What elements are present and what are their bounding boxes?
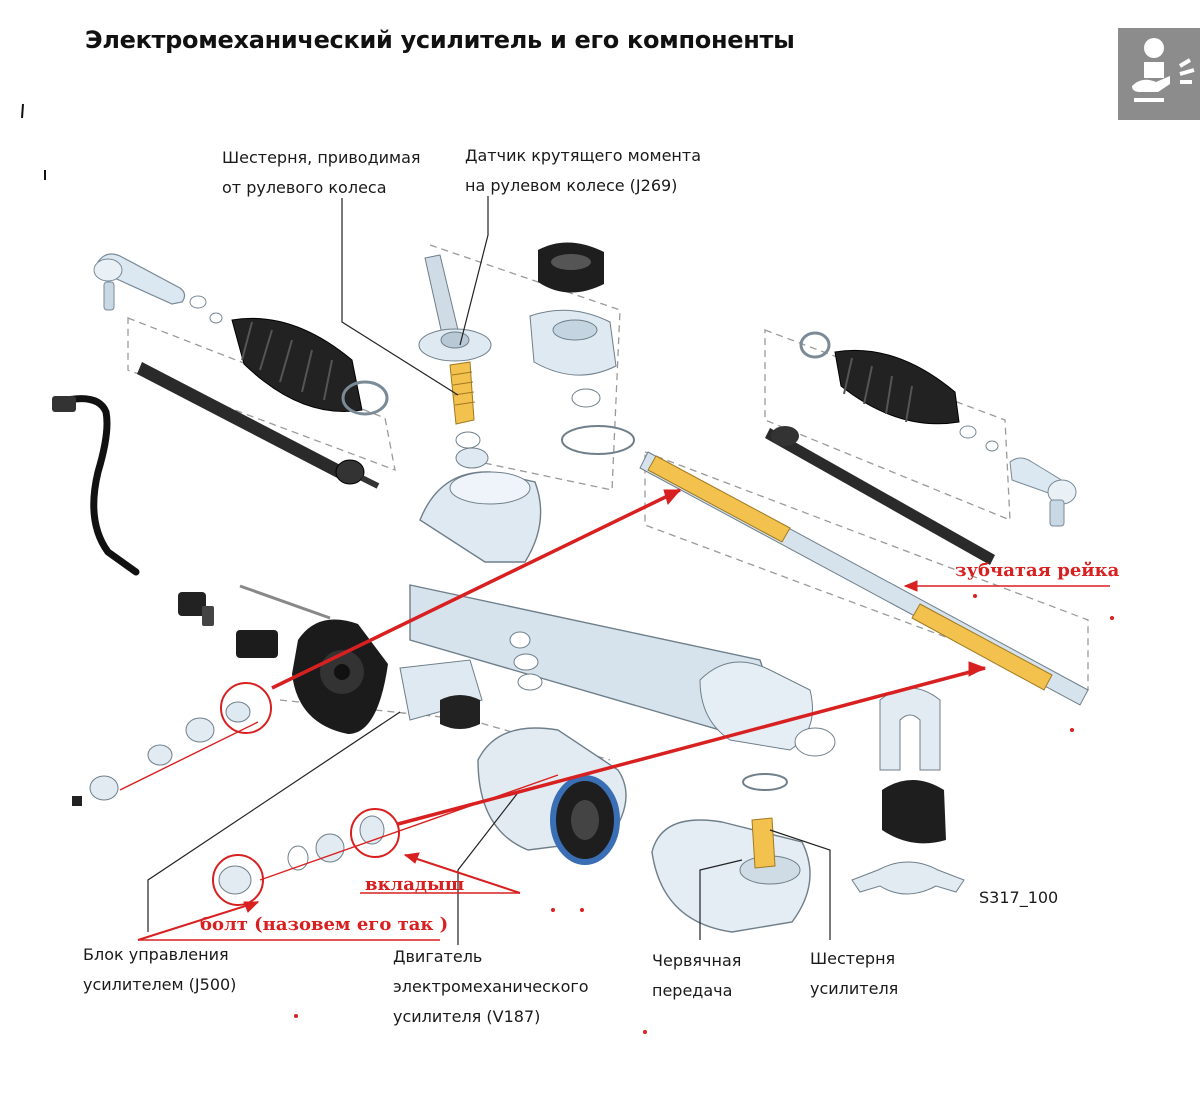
label-worm-gear: Червячная передача <box>652 951 742 1000</box>
label-driven-gear: Шестерня, приводимая от рулевого колеса <box>222 148 421 197</box>
annotation-insert: вкладыш <box>365 874 465 895</box>
control-unit <box>292 619 483 734</box>
pinion-shaft <box>418 254 492 469</box>
right-tie-rod-end <box>1009 457 1077 527</box>
annotation-bolt: болт (назовем его так ) <box>200 914 449 935</box>
motor <box>477 727 627 865</box>
label-motor: Двигатель электромеханического усилителя… <box>393 947 589 1026</box>
stray-ticks <box>21 103 46 180</box>
wiring-harness <box>52 395 140 576</box>
right-tie-rod <box>765 426 995 565</box>
top-mount <box>529 242 635 455</box>
left-boot <box>231 317 389 416</box>
right-mount <box>851 687 965 895</box>
worm-gear-housing <box>651 773 811 933</box>
label-torque-sensor: Датчик крутящего момента на рулевом коле… <box>465 146 702 195</box>
left-tie-rod-end <box>93 253 223 324</box>
connectors <box>178 584 331 658</box>
stray-marks <box>294 594 1114 1034</box>
right-boot <box>799 331 999 452</box>
label-booster-gear: Шестерня усилителя <box>810 949 899 998</box>
annotation-rack: зубчатая рейка <box>955 560 1120 581</box>
left-tie-rod <box>137 362 380 489</box>
red-annotations <box>119 488 1110 941</box>
leader-lines <box>147 196 831 945</box>
driver-hand-icon <box>1118 28 1200 120</box>
small-parts <box>72 631 543 895</box>
figure-ref: S317_100 <box>979 888 1059 907</box>
rack <box>639 451 1089 706</box>
page-title: Электромеханический усилитель и его комп… <box>85 26 795 54</box>
steering-housing <box>409 471 836 757</box>
label-control-unit: Блок управления усилителем (J500) <box>83 945 237 994</box>
